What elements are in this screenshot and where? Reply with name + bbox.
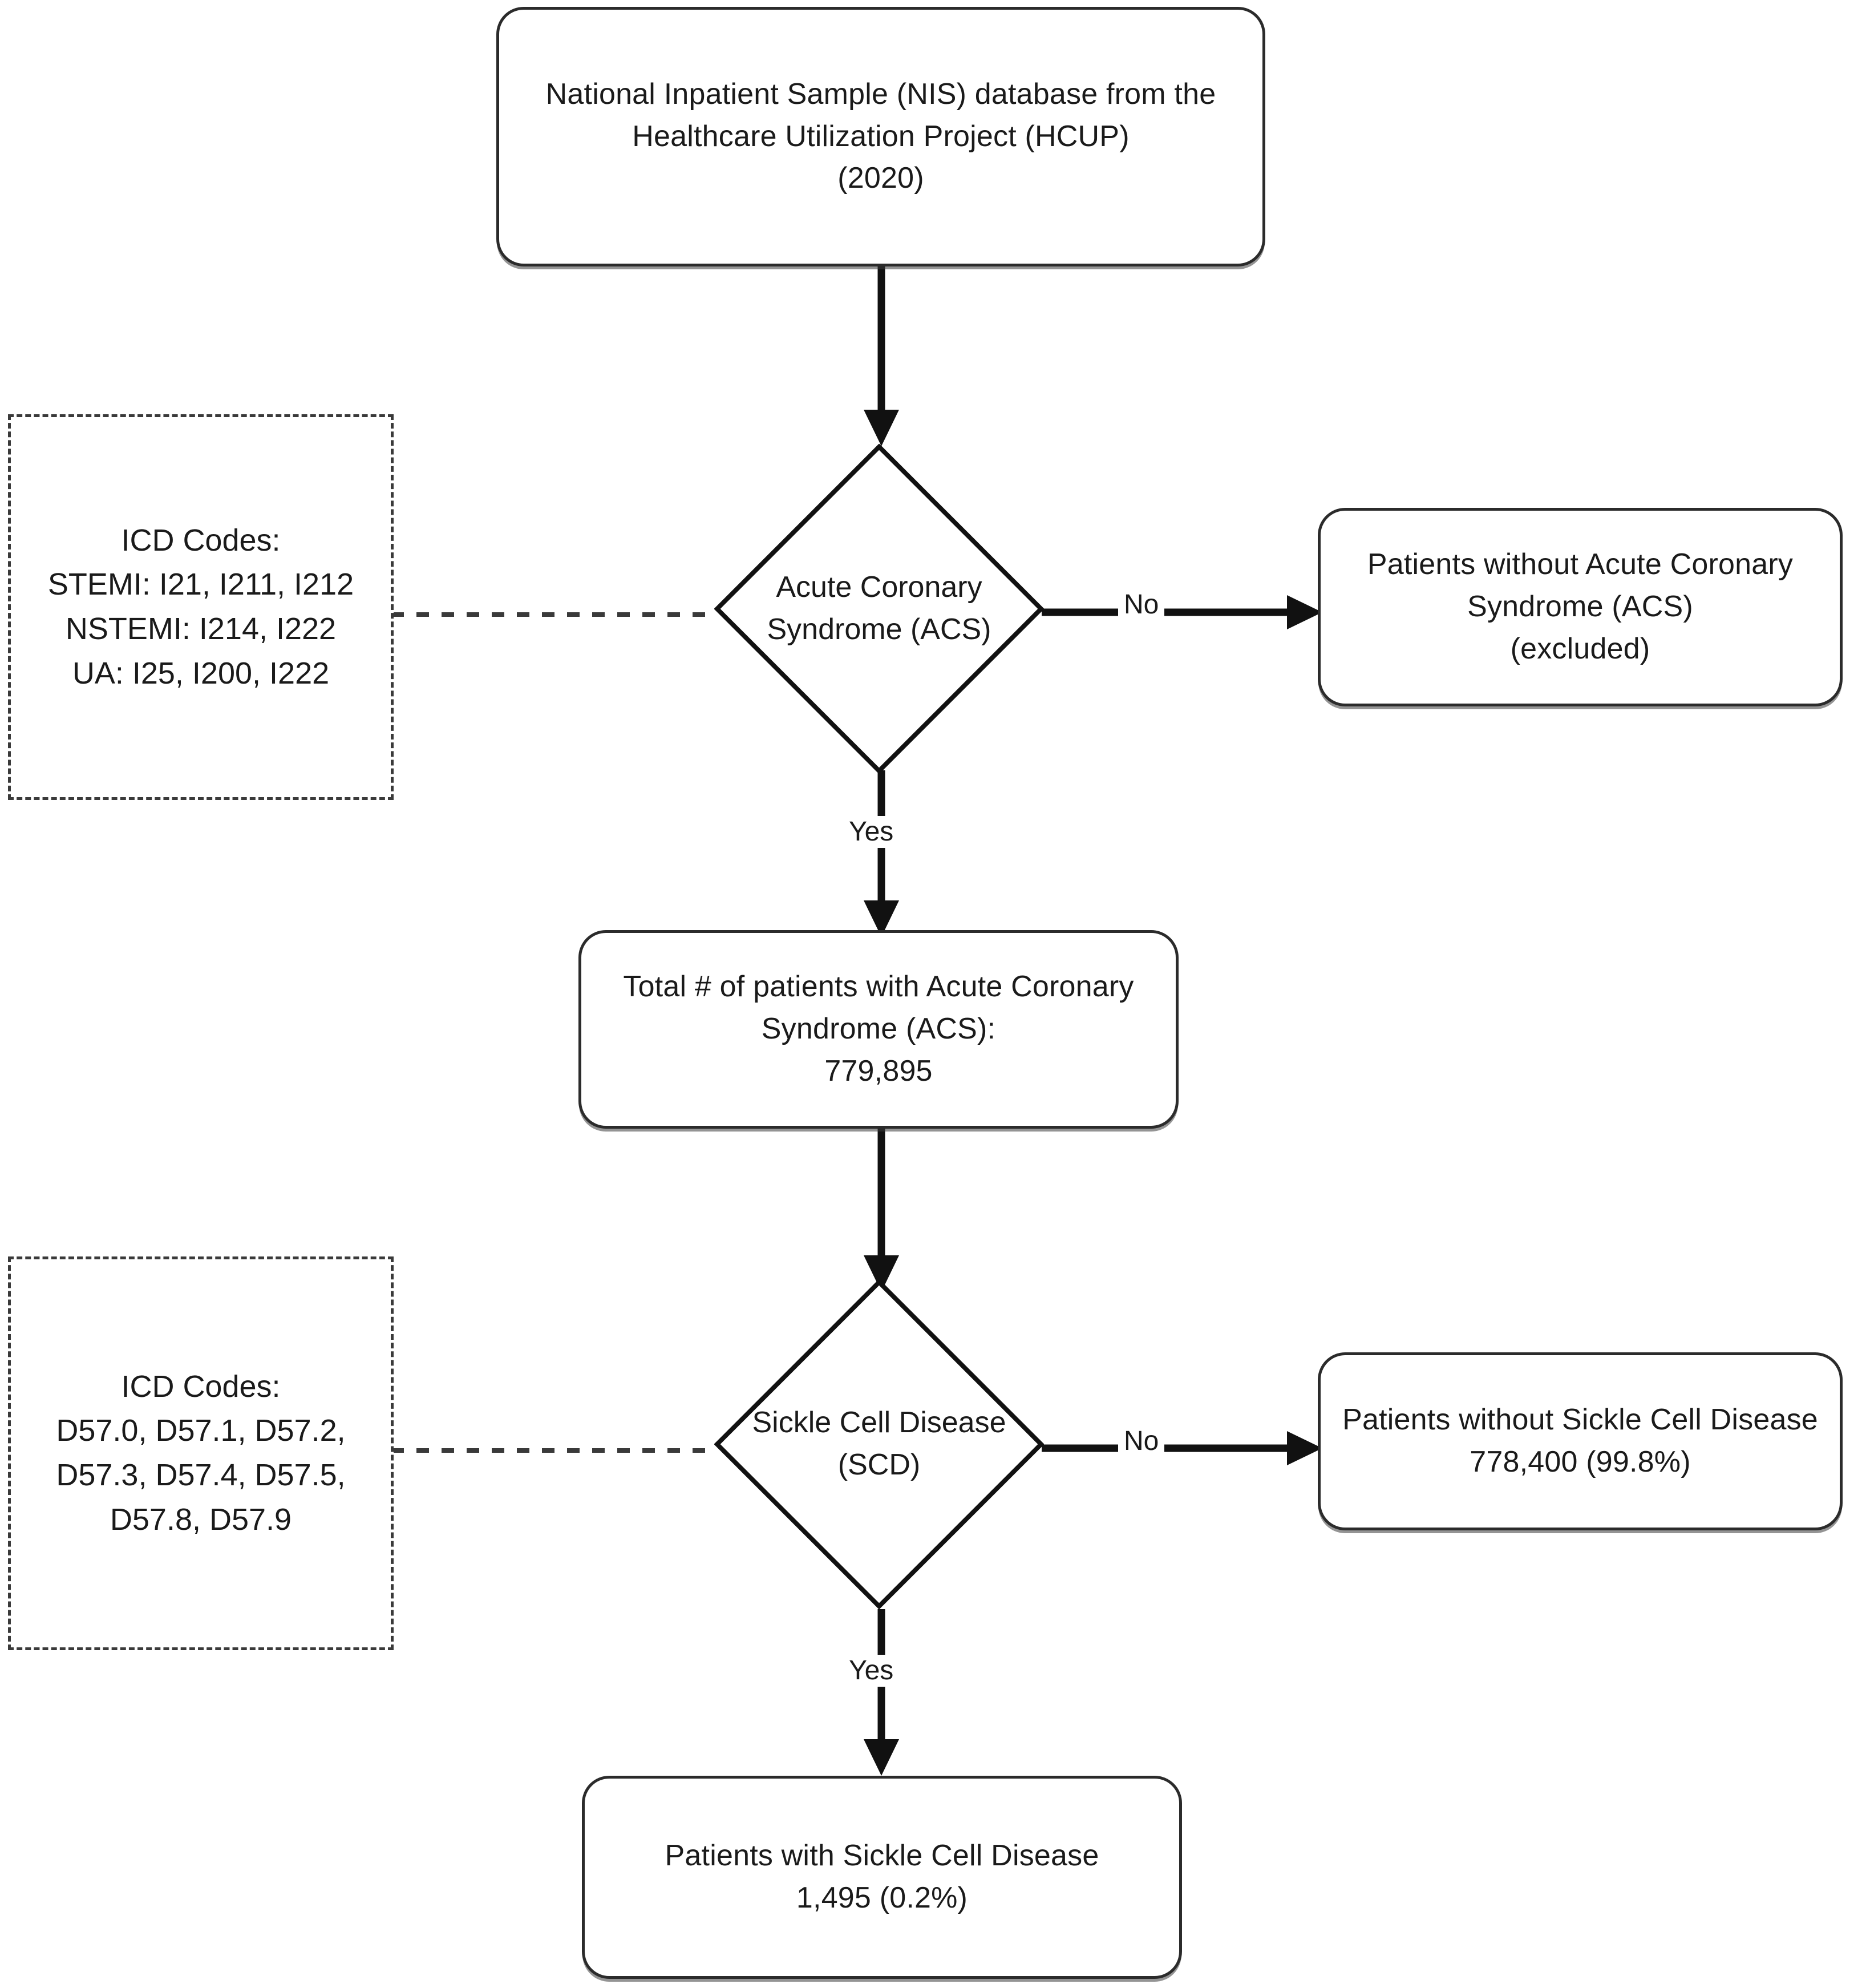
acs-decision-diamond[interactable]: Acute Coronary Syndrome (ACS) [714,444,1044,774]
edge-label-acs-no: No [1118,589,1165,621]
scd-present-box[interactable]: Patients with Sickle Cell Disease 1,495 … [582,1776,1182,1979]
scd-absent-box[interactable]: Patients without Sickle Cell Disease 778… [1318,1352,1843,1530]
edge-label-scd-yes: Yes [843,1655,900,1687]
connector-total-to-scd [856,1125,907,1296]
connector-icd-scd-to-diamond [391,1432,722,1466]
acs-total-text: Total # of patients with Acute Coronary … [623,970,1134,1088]
source-database-text: National Inpatient Sample (NIS) database… [545,77,1216,195]
scd-present-text: Patients with Sickle Cell Disease 1,495 … [665,1839,1099,1914]
edge-label-acs-yes: Yes [843,816,900,848]
icd-codes-acs-text: ICD Codes: STEMI: I21, I211, I212 NSTEMI… [47,523,354,690]
acs-total-box[interactable]: Total # of patients with Acute Coronary … [578,930,1179,1129]
icd-codes-scd-box: ICD Codes: D57.0, D57.1, D57.2, D57.3, D… [8,1256,394,1650]
connector-scd-no-to-absent [1042,1429,1327,1469]
icd-codes-scd-text: ICD Codes: D57.0, D57.1, D57.2, D57.3, D… [56,1369,346,1537]
icd-codes-acs-box: ICD Codes: STEMI: I21, I211, I212 NSTEMI… [8,414,394,800]
acs-excluded-text: Patients without Acute Coronary Syndrome… [1367,548,1794,665]
connector-icd-acs-to-diamond [391,596,722,631]
connector-source-to-acs [856,262,907,451]
edge-label-scd-no: No [1118,1425,1165,1457]
connector-acs-yes-to-total [856,770,907,942]
acs-excluded-box[interactable]: Patients without Acute Coronary Syndrome… [1318,508,1843,706]
scd-decision-diamond[interactable]: Sickle Cell Disease (SCD) [714,1279,1044,1609]
connector-scd-yes-to-present [856,1609,907,1780]
source-database-box[interactable]: National Inpatient Sample (NIS) database… [496,7,1265,266]
connector-acs-no-to-excluded [1042,593,1327,633]
scd-absent-text: Patients without Sickle Cell Disease 778… [1342,1403,1818,1478]
